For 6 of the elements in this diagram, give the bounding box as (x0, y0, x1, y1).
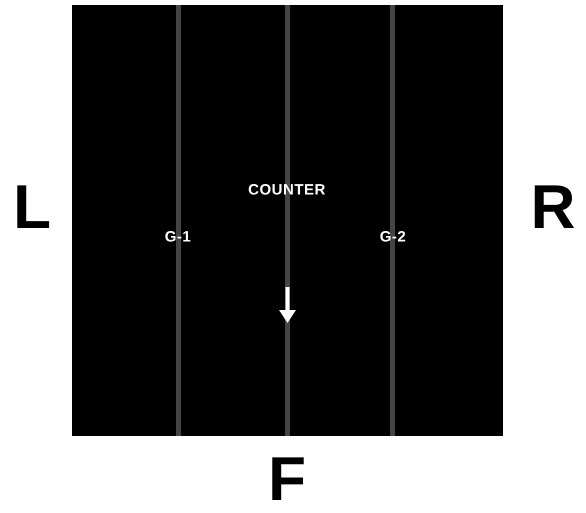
side-label: F (268, 449, 306, 511)
zone-label: G-1 (164, 230, 192, 244)
side-label: L (13, 177, 51, 239)
zone-label: G-2 (380, 230, 406, 244)
side-label: R (530, 177, 576, 239)
zone-label: COUNTER (248, 182, 326, 198)
